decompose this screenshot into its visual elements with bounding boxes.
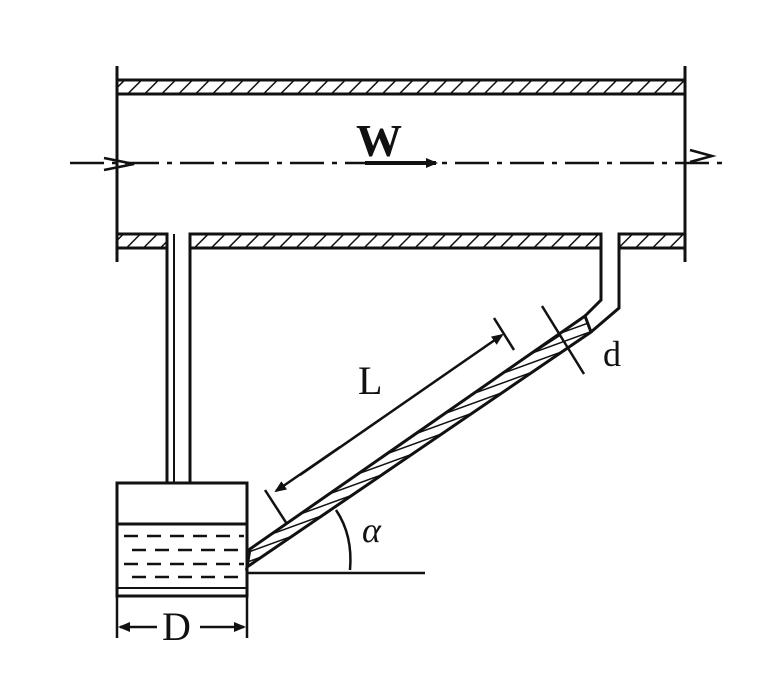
reservoir xyxy=(115,481,249,638)
tube-diameter-dim-line xyxy=(540,305,586,375)
tube-length-label: L xyxy=(358,358,382,403)
tilt-angle-label: α xyxy=(362,510,382,550)
pipe-bottom-wall-middle xyxy=(188,232,603,250)
tube-diameter-label: d xyxy=(603,334,621,374)
pipe-top-wall xyxy=(115,78,687,96)
inclined-tube-upper-bend-outer xyxy=(590,248,621,334)
length-dim-line-lower xyxy=(274,445,341,493)
inclined-tube-wall xyxy=(244,313,593,571)
reservoir-liquid-dashes xyxy=(124,534,244,579)
inclined-tube xyxy=(244,248,621,575)
tube-diameter-ext-upper xyxy=(527,334,561,357)
length-dim-ext-upper xyxy=(492,317,516,351)
inclined-tube-upper-bend-inner xyxy=(583,248,603,318)
length-dim-ext-lower xyxy=(263,489,289,525)
pipe-bottom-wall-left xyxy=(115,232,169,250)
right-flow-tick xyxy=(689,148,717,164)
left-flow-tick xyxy=(103,156,135,172)
angle-arc xyxy=(334,509,352,571)
reservoir-connection-tube xyxy=(165,234,192,483)
flow-velocity-label: W xyxy=(356,115,402,166)
pipe-bottom-wall-right xyxy=(617,232,687,250)
reservoir-diameter-label: D xyxy=(162,604,191,649)
reservoir-walls xyxy=(115,481,249,598)
